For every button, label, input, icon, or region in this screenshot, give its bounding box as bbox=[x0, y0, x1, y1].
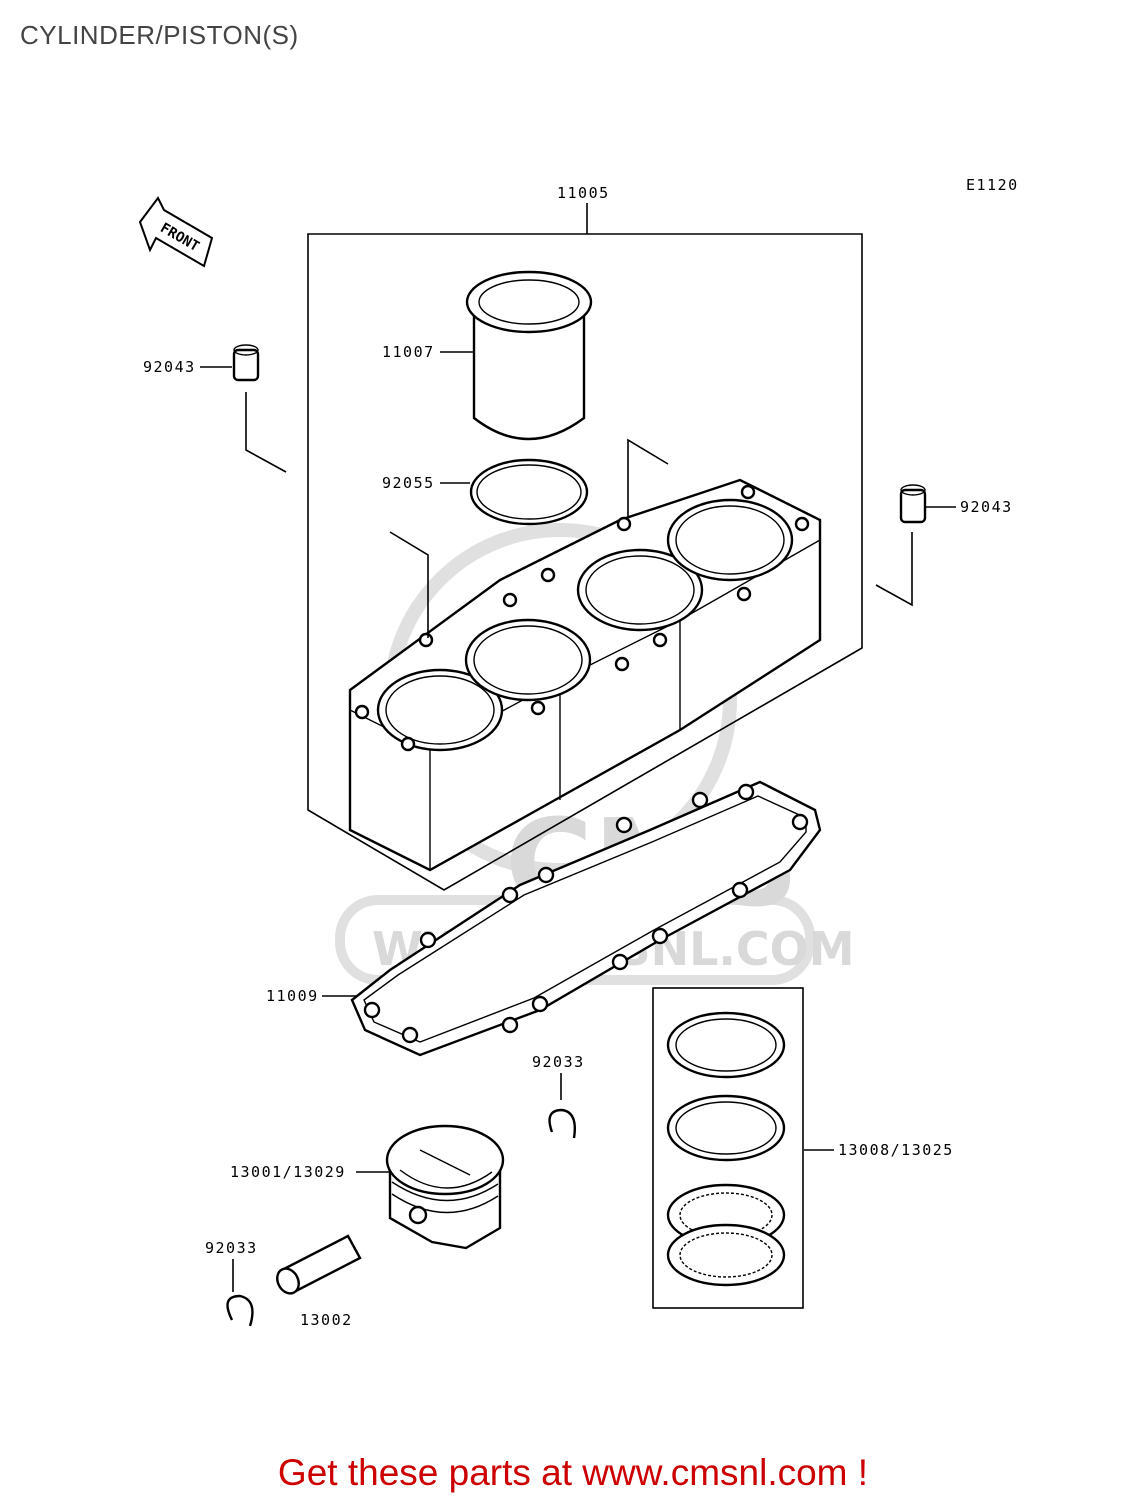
label-92033-lower: 92033 bbox=[205, 1239, 258, 1257]
label-13008-13025: 13008/13025 bbox=[838, 1141, 954, 1159]
circlip-upper: 92033 bbox=[532, 1053, 585, 1139]
diagram-code: E1120 bbox=[966, 176, 1019, 194]
label-13001-13029: 13001/13029 bbox=[230, 1163, 346, 1181]
base-gasket: 11009 bbox=[266, 780, 822, 1057]
piston: 13001/13029 bbox=[230, 1124, 505, 1250]
circlip-lower: 92033 bbox=[205, 1239, 258, 1327]
cylinder-block-drawing bbox=[348, 438, 822, 872]
label-11007: 11007 bbox=[382, 343, 435, 361]
label-11009: 11009 bbox=[266, 987, 319, 1005]
promo-text: Get these parts at www.cmsnl.com ! bbox=[277, 1452, 869, 1493]
o-ring: 92055 bbox=[382, 458, 589, 526]
label-92055: 92055 bbox=[382, 474, 435, 492]
label-92033-upper: 92033 bbox=[532, 1053, 585, 1071]
label-13002: 13002 bbox=[300, 1311, 353, 1329]
dowel-pin-left: 92043 bbox=[143, 344, 287, 473]
label-92043-right: 92043 bbox=[960, 498, 1013, 516]
front-arrow-icon: FRONT bbox=[138, 196, 214, 268]
cylinder-sleeve: 11007 bbox=[382, 270, 593, 441]
piston-pin: 13002 bbox=[276, 1234, 362, 1329]
label-92043-left: 92043 bbox=[143, 358, 196, 376]
dowel-pin-right: 92043 bbox=[875, 484, 1013, 607]
label-11005: 11005 bbox=[557, 184, 610, 202]
page-title: CYLINDER/PISTON(S) bbox=[20, 20, 299, 50]
cylinder-block-group: 11005 bbox=[307, 184, 863, 891]
piston-ring-set: 13008/13025 bbox=[652, 987, 954, 1309]
